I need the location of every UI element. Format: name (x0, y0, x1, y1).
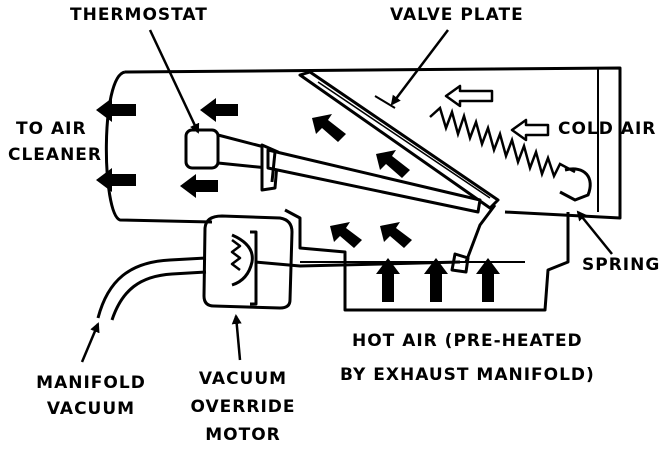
valve-plate (298, 70, 500, 210)
label-hot-air-line1: HOT AIR (PRE-HEATED (352, 331, 583, 351)
airflow-arrow (330, 222, 362, 248)
airflow-arrows (96, 98, 412, 248)
label-hot-air-line2: BY EXHAUST MANIFOLD) (340, 365, 595, 385)
spring (429, 105, 576, 180)
vacuum-override-motor (202, 204, 497, 310)
label-valve-plate: VALVE PLATE (390, 5, 524, 25)
hot-air-arrow (476, 258, 500, 302)
airflow-arrow (96, 168, 136, 192)
airflow-arrow (312, 114, 346, 142)
airflow-arrow (96, 98, 136, 122)
label-cold-air: COLD AIR (558, 119, 657, 139)
hot-air-arrows (376, 258, 500, 302)
cold-air-arrow (444, 84, 494, 108)
airflow-arrow (200, 98, 238, 122)
leader-valve-plate (390, 29, 449, 106)
airflow-arrow (380, 222, 412, 248)
leader-vacuum-motor (231, 314, 242, 361)
label-to-air-line1: TO AIR (16, 119, 87, 139)
label-manifold-line1: MANIFOLD (36, 373, 146, 393)
cold-air-arrows (444, 84, 550, 142)
label-motor-line1: VACUUM (198, 369, 288, 389)
label-thermostat: THERMOSTAT (70, 5, 208, 25)
label-spring: SPRING (582, 255, 661, 275)
hot-air-arrow (424, 258, 448, 302)
thermostat (184, 128, 482, 214)
leader-thermostat (148, 29, 200, 134)
leader-spring (576, 210, 613, 255)
leader-manifold-vacuum (80, 322, 100, 363)
hot-air-arrow (376, 258, 400, 302)
snorkel-housing (104, 66, 622, 224)
manifold-vacuum-hose (96, 256, 207, 319)
hot-air-chamber (284, 208, 570, 312)
airflow-arrow (376, 150, 410, 178)
label-manifold-line2: VACUUM (46, 399, 136, 419)
leader-lines (80, 29, 613, 363)
label-motor-line3: MOTOR (205, 425, 281, 445)
label-motor-line2: OVERRIDE (190, 397, 296, 417)
airflow-arrow (180, 174, 218, 198)
label-to-air-line2: CLEANER (8, 145, 103, 165)
cold-air-arrow (510, 118, 550, 142)
spring-hook (559, 167, 592, 202)
manifold-vacuum-hose-edge (110, 270, 207, 321)
